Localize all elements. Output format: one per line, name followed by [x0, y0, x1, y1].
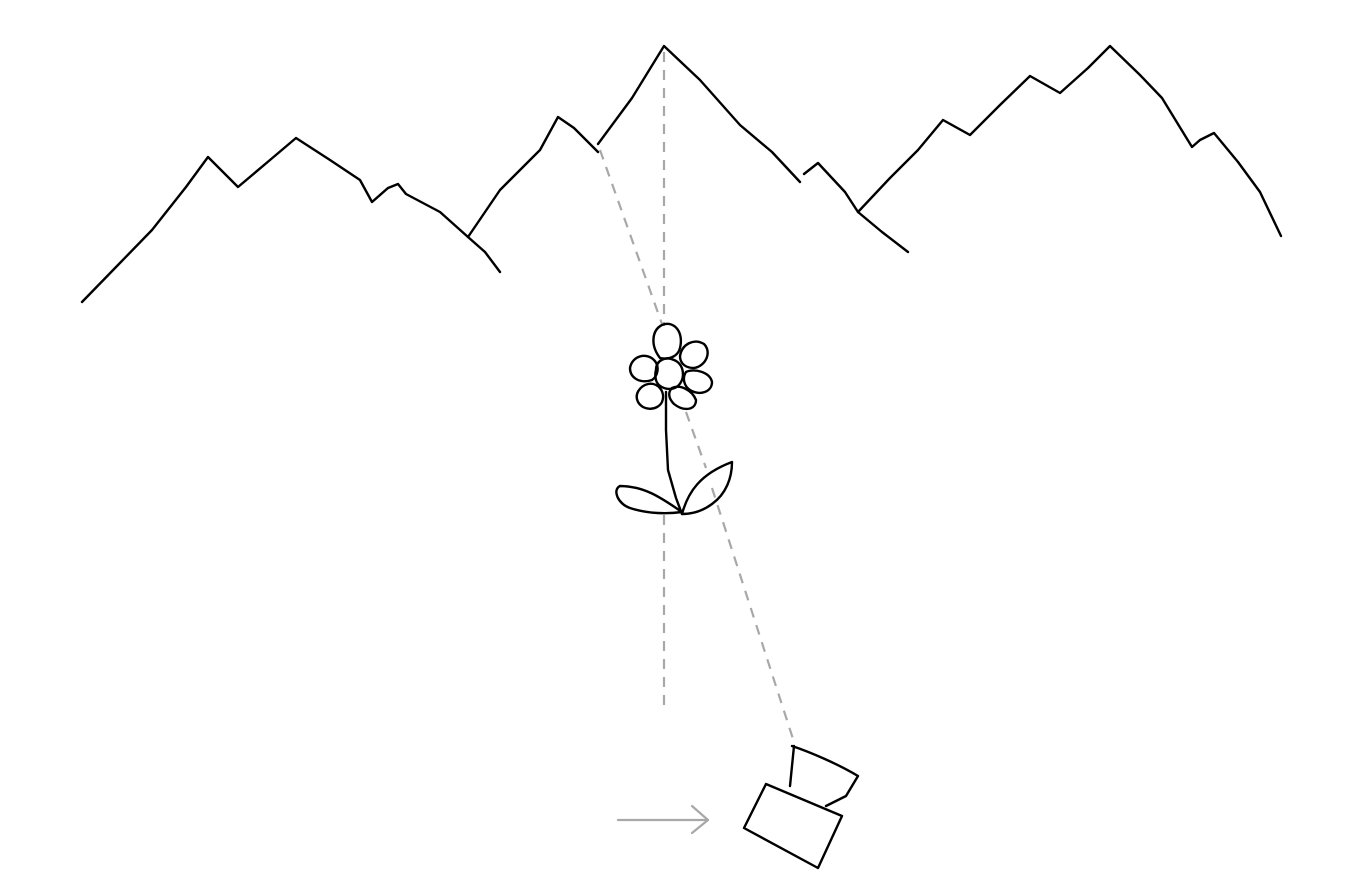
flower	[615, 322, 734, 516]
mountain-right	[856, 44, 1283, 238]
flower-leaf-left	[615, 484, 684, 515]
mountain-left	[80, 136, 502, 304]
flower-petal-top-right	[678, 340, 709, 370]
mountain-range	[80, 44, 1283, 304]
camera-lens	[788, 744, 860, 808]
flower-petal-left	[628, 354, 659, 383]
mountain-center-right-slope	[802, 161, 910, 254]
flower-petal-right	[682, 369, 714, 394]
mountain-center-peak	[596, 44, 802, 184]
dashed-sightline-diagonal	[598, 149, 796, 743]
flower-petal-bottom-right	[668, 385, 698, 411]
right-arrow-icon	[616, 804, 710, 835]
flower-petal-top	[652, 322, 683, 360]
flower-center	[654, 357, 685, 391]
mountain-middle	[466, 115, 600, 239]
camera-icon	[742, 744, 860, 870]
flower-petal-bottom-left	[635, 382, 665, 410]
sightlines	[598, 52, 796, 743]
flower-leaf-right	[680, 460, 734, 516]
flower-stem	[664, 390, 684, 516]
camera-body	[742, 782, 844, 870]
arrow-head	[690, 804, 710, 835]
